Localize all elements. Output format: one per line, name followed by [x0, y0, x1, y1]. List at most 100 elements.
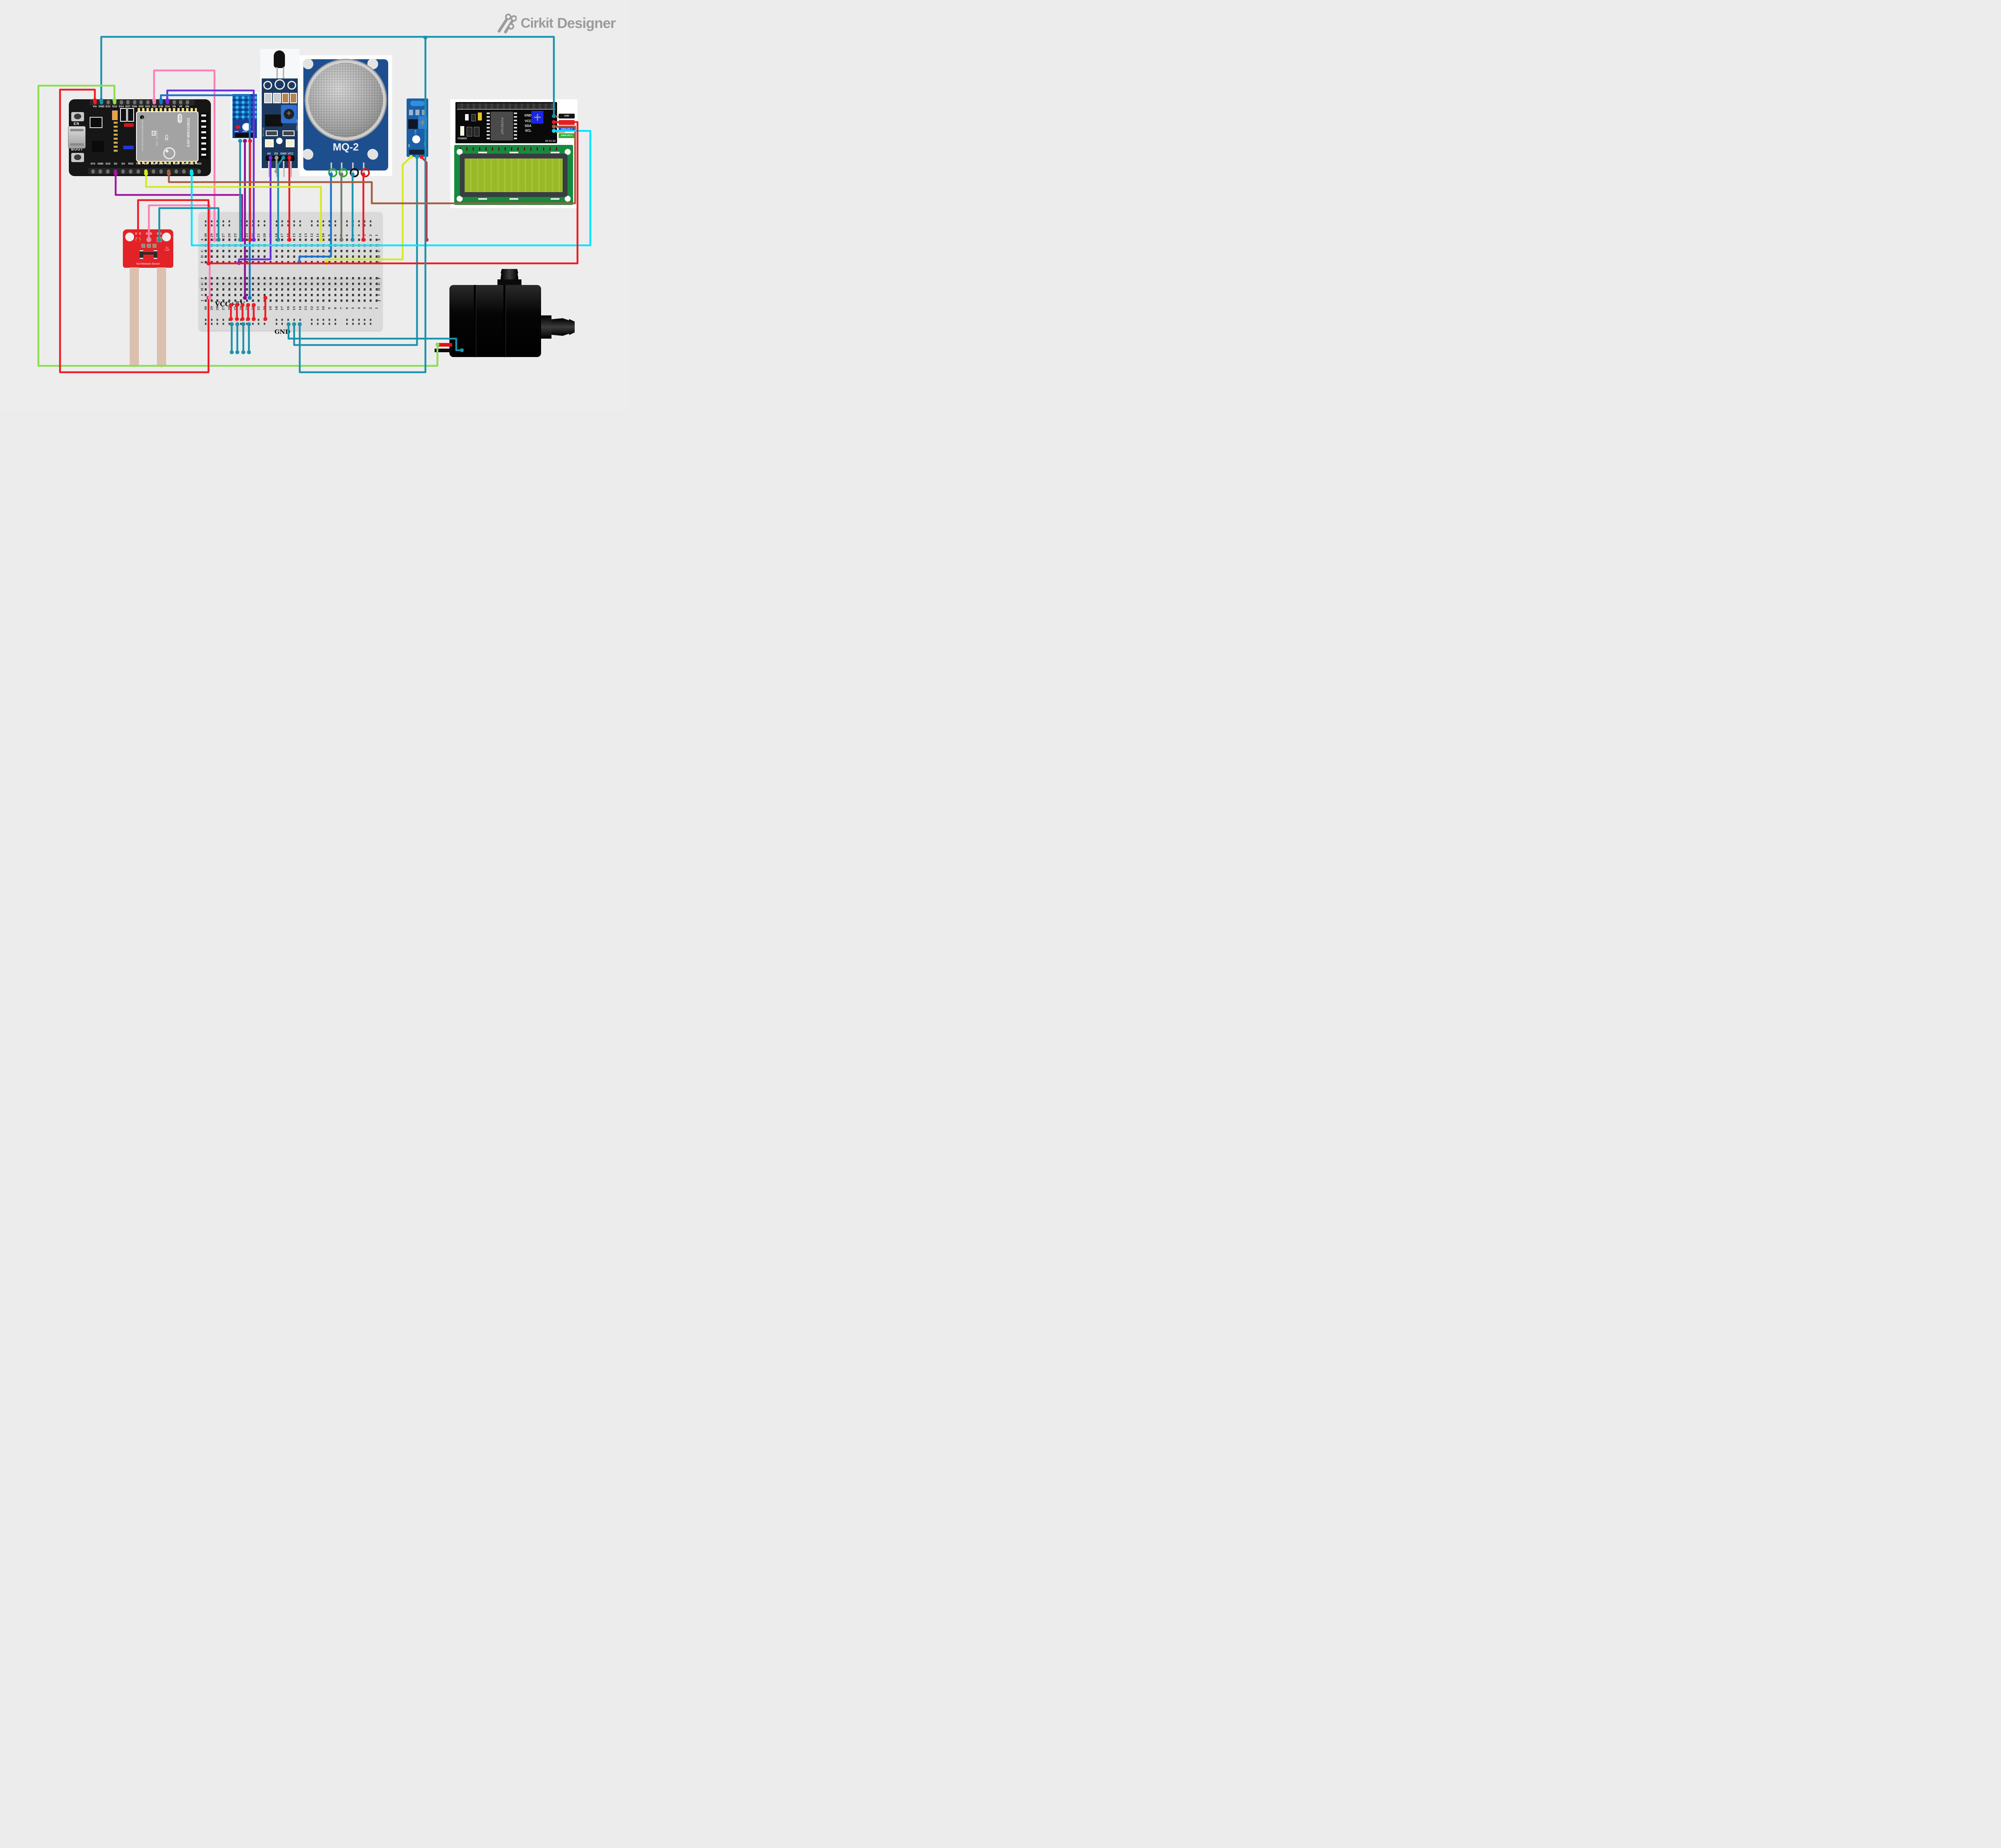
soil-prong-right	[157, 267, 166, 351]
i2c-tag-label: VCC +5V	[559, 120, 575, 125]
dht11-led	[236, 125, 240, 129]
i2c-tag-label: ANALOG 5	[559, 133, 575, 138]
flame-potentiometer[interactable]	[281, 105, 297, 123]
i2c-tag-label: ANALOG 4	[559, 127, 575, 132]
sensor-header	[409, 150, 426, 155]
i2c-pin-label: VCC	[525, 119, 531, 123]
sensor-potentiometer[interactable]	[418, 116, 427, 129]
emc-emblem	[163, 147, 175, 159]
mq2-label: MQ-2	[333, 141, 359, 153]
dht11-header	[235, 133, 253, 137]
blue-part	[123, 146, 134, 149]
i2c-addr-label: A0 A1 A2	[545, 140, 555, 142]
flame-pin-label: VCC	[287, 152, 294, 155]
flame-pwrled-text: PWR-LED	[296, 119, 299, 131]
esp32-pin-label: D12	[112, 105, 117, 108]
esp32-pin-label: VP	[179, 105, 182, 108]
red-part	[124, 123, 134, 127]
sparkfun-logo-icon: ♨	[164, 245, 170, 252]
pump-red-wire	[437, 343, 452, 347]
esp32-pin-label: D13	[105, 105, 111, 108]
esp32-pin-label: D2	[114, 163, 118, 165]
flame-pin-label: D0	[274, 152, 278, 155]
brand-logo-icon	[497, 14, 517, 34]
module-pads-bottom	[138, 161, 197, 164]
water-pump[interactable]	[435, 267, 579, 359]
module-pads-top	[138, 108, 197, 111]
soil-pin-label: VCC	[135, 233, 141, 235]
module-serial-text: 205 - 000519	[156, 130, 158, 146]
esp32-pin-label: GND	[97, 163, 104, 165]
pump-body	[449, 285, 541, 357]
i2c-top-pins	[457, 103, 555, 110]
antenna	[199, 113, 209, 159]
esp32-pin-label: D25	[138, 105, 144, 108]
boot-button[interactable]	[71, 153, 84, 162]
flame-pin-label: A0	[267, 152, 271, 155]
voltage-regulator	[90, 117, 102, 128]
esp32-pin-label: EN	[185, 105, 189, 108]
pcf8574-chip: PCF8574AT	[491, 112, 513, 140]
dht11-pin-label: VCC	[251, 130, 255, 132]
mq2-gas-sensor[interactable]: MQ-2	[299, 55, 392, 177]
usb-uart-chip	[92, 141, 104, 152]
flame-ic	[265, 114, 283, 126]
sensor-module[interactable]: C-D1 DO VCC	[407, 98, 428, 157]
brand-name-bold: Designer	[557, 15, 616, 31]
esp32-pin-label: VN	[172, 105, 176, 108]
soil-sensor-name: Soil Moisture Sensor	[136, 263, 160, 265]
wifi-logo: WiFi	[177, 114, 182, 123]
esp32-pin-label: D15	[105, 163, 110, 165]
esp32-pin-label: D35	[158, 105, 164, 108]
module-fcc-text: FCC9D:2AC72ESPWROOMB2	[142, 116, 144, 151]
dht11-grid	[233, 94, 257, 120]
flame-pin-label: GND	[280, 152, 287, 155]
esp-wroom32-module: FCC9D:2AC72ESPWROOMB2 205 - 000519 ESP-W…	[136, 111, 198, 162]
dht11-pin-label: DATA	[242, 130, 247, 132]
capacitor	[112, 110, 118, 120]
esp32-pin-label: D34	[165, 105, 170, 108]
flame-header	[266, 156, 295, 161]
contrast-potentiometer[interactable]	[531, 111, 543, 124]
dht11-button	[242, 123, 251, 131]
brand: Cirkit Designer	[496, 13, 616, 34]
soil-pin-label: SIG	[156, 233, 162, 235]
mq2-mesh	[306, 60, 386, 140]
ce-mark: CE	[164, 134, 169, 141]
i2c-tag-label: GND	[559, 114, 575, 118]
esp32-pin-label: 3V3	[90, 163, 95, 165]
esp32-pin-label: D4	[121, 163, 125, 165]
i2c-power-label: POWER	[458, 138, 467, 140]
lcd-bezel	[460, 154, 567, 197]
en-button-label: EN	[74, 122, 80, 126]
breadboard[interactable]	[199, 212, 382, 331]
usb-connector[interactable]	[68, 126, 86, 148]
esp32-pin-label: D33	[145, 105, 150, 108]
lcd-screen	[465, 159, 563, 192]
lcd1602[interactable]	[454, 145, 573, 205]
ir-led-icon	[274, 50, 285, 68]
sensor-cd1-text: C-D1	[415, 130, 417, 134]
esp32-pin-label: D32	[152, 105, 157, 108]
esp32-pin-label: D26	[132, 105, 137, 108]
smd-part	[120, 108, 127, 122]
module-model-text: ESP-WROOM32	[186, 118, 190, 147]
vcc-rail-label: VCC+5V	[215, 300, 245, 308]
smd-part	[127, 108, 134, 122]
en-button[interactable]	[71, 112, 84, 121]
i2c-pin-label: SDA	[525, 124, 531, 128]
pump-black-wire	[435, 349, 452, 352]
i2c-pin-label: SCL	[525, 129, 531, 132]
sensor-do-label: DO	[408, 144, 411, 147]
esp32-pin-label: Vin	[92, 105, 97, 108]
sensor-hole	[412, 135, 420, 143]
esp32-pin-label: D14	[118, 105, 124, 108]
